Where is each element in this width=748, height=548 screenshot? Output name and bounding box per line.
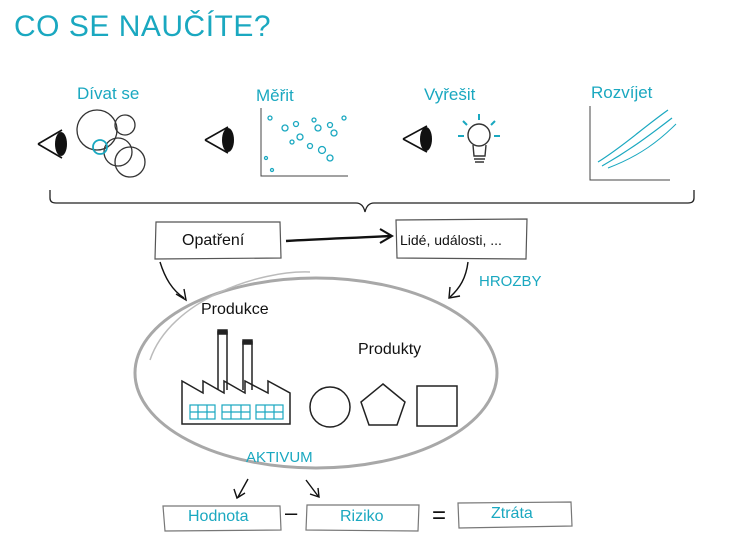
measures-label: Opatření	[182, 232, 245, 249]
production-label: Produkce	[201, 301, 269, 318]
stage-label-develop: Rozvíjet	[591, 83, 653, 102]
loss-label: Ztráta	[491, 505, 533, 522]
risk-label: Riziko	[340, 508, 384, 525]
people-events-label: Lidé, události, ...	[400, 232, 502, 248]
stage-label-measure: Měřit	[256, 86, 294, 105]
equals-sign: =	[432, 502, 447, 529]
stage-label-look: Dívat se	[77, 84, 140, 103]
asset-label: AKTIVUM	[246, 449, 313, 466]
threats-label: HROZBY	[479, 273, 542, 290]
eye-icon	[37, 129, 67, 159]
asset-ellipse	[133, 276, 499, 470]
curly-brace	[49, 190, 695, 213]
products-label: Produkty	[358, 341, 422, 358]
box-risk	[305, 504, 420, 532]
bubbles-icon	[76, 109, 146, 178]
pentagon-product-icon	[360, 383, 406, 426]
box-people-events	[395, 218, 528, 260]
scatter-plot-icon	[260, 108, 348, 177]
box-measures	[154, 221, 282, 260]
factory-icon	[181, 329, 291, 425]
eye-icon	[204, 126, 234, 154]
value-label: Hodnota	[188, 508, 249, 525]
stage-label-solve: Vyřešit	[424, 85, 476, 104]
growth-chart-icon	[589, 106, 677, 181]
minus-sign: –	[285, 500, 298, 525]
lightbulb-icon	[458, 114, 500, 163]
eye-icon	[402, 125, 432, 153]
square-product-icon	[416, 385, 458, 427]
box-value	[162, 505, 282, 532]
page-title: CO SE NAUČÍTE?	[14, 10, 272, 43]
box-loss	[457, 501, 573, 529]
circle-product-icon	[309, 386, 351, 428]
